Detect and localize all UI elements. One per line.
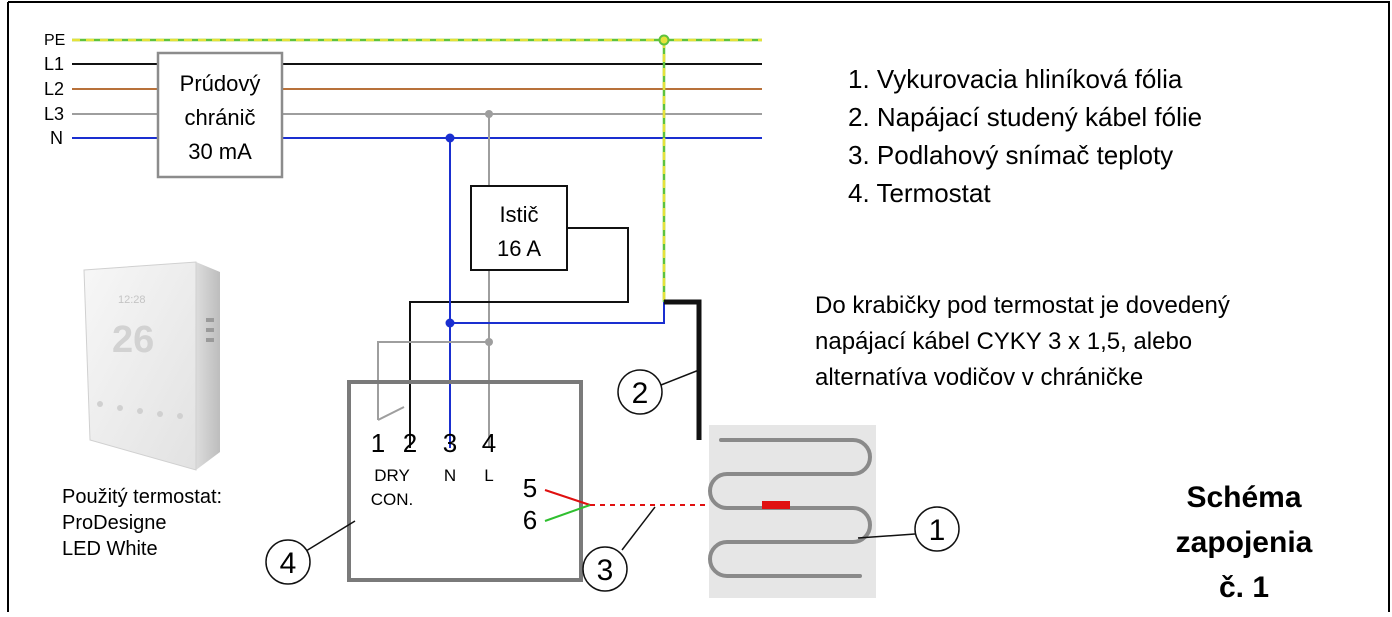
note-line-3: alternatíva vodičov v chráničke	[815, 364, 1143, 391]
heating-foil	[709, 425, 876, 598]
rcd-line3: 30 mA	[188, 139, 252, 164]
thermostat-face	[83, 261, 197, 471]
terminal-l-label: L	[484, 466, 493, 485]
label-l1: L1	[44, 54, 64, 74]
junction-l-dry	[485, 338, 493, 346]
callout-4-circle	[265, 539, 311, 585]
thermostat-display-time: 12:28	[118, 294, 146, 306]
thermostat-button-2	[117, 405, 123, 411]
rcd-line2: chránič	[185, 105, 256, 130]
thermostat-photo: 12:28 26	[83, 261, 220, 471]
junction-n-foil	[445, 318, 455, 328]
junction-pe	[658, 34, 670, 46]
thermostat-caption-1: Použitý termostat:	[62, 486, 222, 508]
thermostat-port-2	[206, 328, 214, 332]
cold-cable	[664, 299, 702, 440]
leader-3	[621, 506, 656, 551]
title-line-3: č. 1	[1219, 571, 1269, 604]
junction-n	[445, 133, 455, 143]
thermostat-side	[196, 262, 220, 470]
terminal-6: 6	[523, 505, 537, 535]
breaker-line1: Istič	[499, 202, 538, 227]
breaker-line2: 16 A	[497, 236, 541, 261]
leader-2	[660, 369, 700, 386]
callout-3-circle	[582, 546, 628, 592]
legend-item-2: 2. Napájací studený kábel fólie	[848, 102, 1202, 132]
leader-1	[857, 533, 916, 539]
leader-4	[305, 520, 356, 552]
callout-2: 2	[632, 377, 649, 410]
callout-1-circle	[914, 506, 960, 552]
thermostat-caption-3: LED White	[62, 538, 158, 560]
legend-item-3: 3. Podlahový snímač teploty	[848, 140, 1173, 170]
thermostat-button-5	[177, 413, 183, 419]
callout-1: 1	[929, 514, 946, 547]
sensor-wire-green	[544, 504, 591, 522]
thermostat-display-temp: 26	[112, 319, 154, 361]
thermostat-caption-2: ProDesigne	[62, 512, 167, 534]
terminal-5: 5	[523, 473, 537, 503]
label-l3: L3	[44, 104, 64, 124]
rcd-box	[156, 51, 284, 179]
thermostat-button-1	[97, 401, 103, 407]
terminal-1: 1	[371, 428, 385, 458]
junction-l3	[485, 110, 493, 118]
label-pe: PE	[44, 32, 65, 49]
rcd-line1: Prúdový	[180, 71, 261, 96]
callout-3: 3	[597, 554, 614, 587]
thermostat-port-3	[206, 338, 214, 342]
terminal-4: 4	[482, 428, 496, 458]
thermostat-button-3	[137, 408, 143, 414]
note-line-2: napájací kábel CYKY 3 x 1,5, alebo	[815, 328, 1192, 355]
sensor-wire-red	[544, 489, 591, 506]
terminal-con: CON.	[371, 490, 414, 509]
terminal-3: 3	[443, 428, 457, 458]
dry-contact-switch	[377, 406, 405, 421]
thermostat-box	[347, 380, 583, 582]
terminal-2: 2	[403, 428, 417, 458]
thermostat-button-4	[157, 411, 163, 417]
wire-n-foil	[450, 302, 665, 324]
callout-2-circle	[617, 369, 663, 415]
label-l2: L2	[44, 79, 64, 99]
thermostat-port-1	[206, 318, 214, 322]
terminal-dry: DRY	[374, 466, 410, 485]
title-line-2: zapojenia	[1176, 526, 1313, 559]
wire-dry-contact	[377, 341, 489, 420]
callout-4: 4	[280, 547, 297, 580]
wire-live-out	[409, 227, 629, 448]
label-n: N	[50, 128, 63, 148]
floor-sensor	[762, 501, 790, 509]
terminal-n-label: N	[444, 466, 456, 485]
note-line-1: Do krabičky pod termostat je dovedený	[815, 292, 1230, 319]
legend-item-4: 4. Termostat	[848, 178, 991, 208]
title-line-1: Schéma	[1186, 481, 1301, 514]
legend-item-1: 1. Vykurovacia hliníková fólia	[848, 64, 1183, 94]
